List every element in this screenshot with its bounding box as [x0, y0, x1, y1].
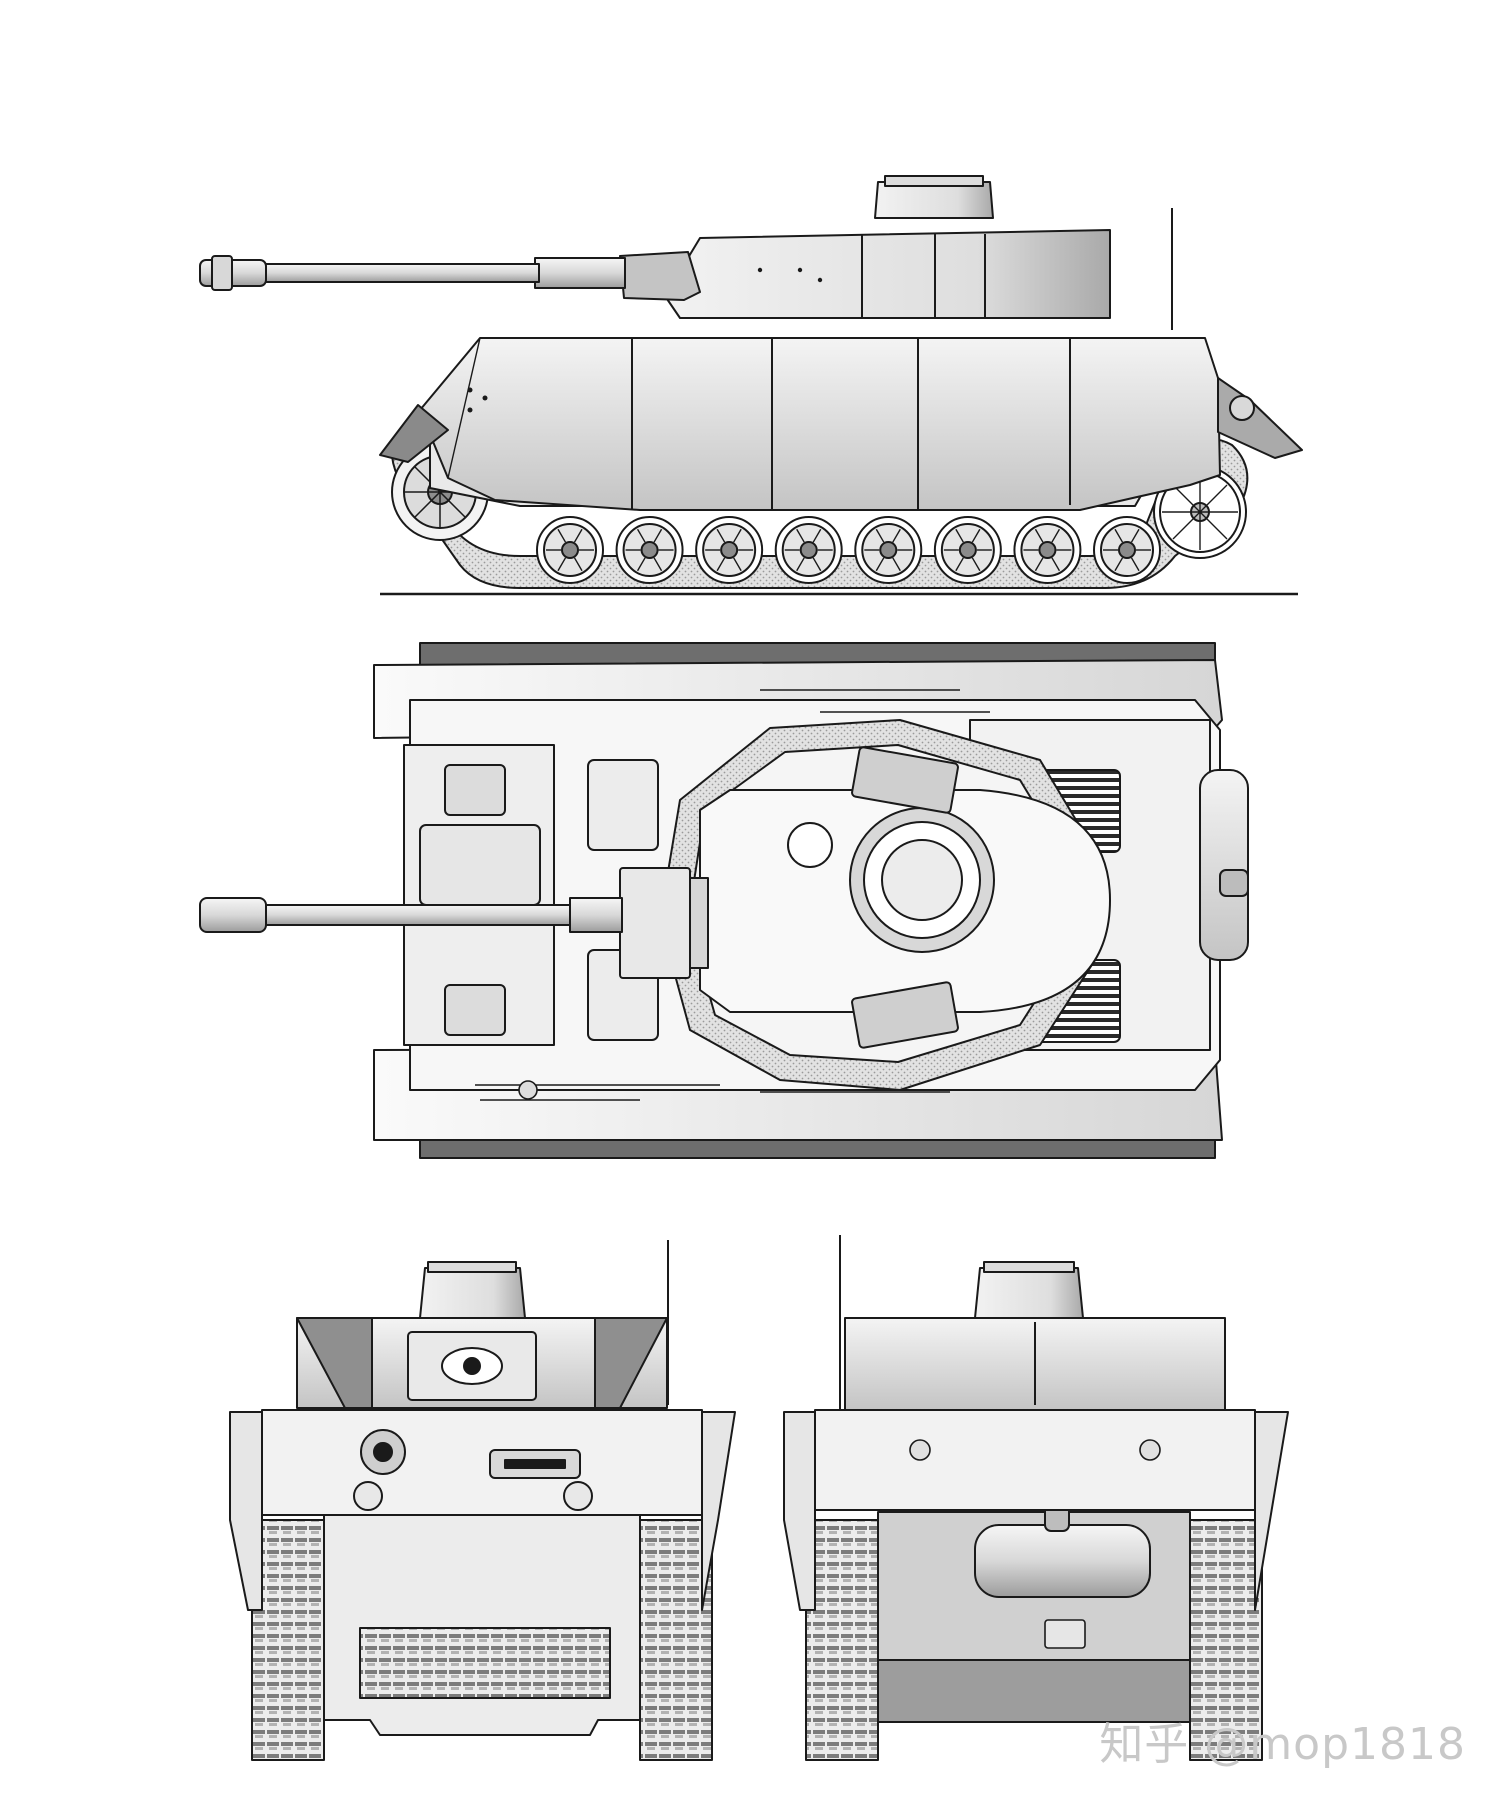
road-wheel [854, 516, 923, 584]
front-lower-hull [323, 1511, 641, 1736]
rear-right-skirt [1254, 1411, 1289, 1611]
rear-exhaust-muffler [974, 1504, 1151, 1598]
top-hull-hatches [419, 759, 659, 1041]
side-idler-wheel [1153, 465, 1247, 559]
road-wheel [1093, 516, 1161, 584]
side-view [199, 175, 1303, 596]
side-front-mudguard [379, 404, 449, 463]
rear-upper-hull [814, 1409, 1256, 1511]
front-commander-cupola [419, 1261, 526, 1319]
side-rear-stowage [1217, 377, 1303, 459]
top-view [199, 642, 1249, 1159]
top-turret-side-hatches [851, 746, 959, 1049]
front-headlight-right [563, 1481, 593, 1511]
top-turret-vent [787, 822, 833, 868]
front-upper-hull [261, 1409, 703, 1516]
side-main-gun [199, 255, 626, 291]
rear-view [783, 1235, 1289, 1761]
side-turret-skirt [664, 229, 1111, 319]
front-headlight-left [353, 1481, 383, 1511]
road-wheel [1013, 516, 1082, 584]
top-tools [475, 689, 990, 1101]
top-exhaust-muffler [1199, 769, 1249, 961]
front-view [229, 1240, 736, 1761]
front-track-links-spare [359, 1627, 611, 1699]
side-hull-rivets [467, 267, 823, 413]
side-gun-mantlet [619, 251, 701, 301]
top-main-gun [199, 867, 709, 979]
front-turret-shield-right [594, 1317, 668, 1409]
side-commander-cupola [874, 175, 994, 219]
road-wheel [536, 516, 604, 584]
front-right-skirt [701, 1411, 736, 1611]
rear-right-track [1189, 1519, 1263, 1761]
watermark-text: 知乎 @mop1818 [1099, 1719, 1466, 1770]
road-wheel [774, 516, 843, 584]
front-right-track [639, 1519, 713, 1761]
front-hull-mg-mount [360, 1429, 406, 1475]
side-road-wheels [536, 516, 1161, 584]
road-wheel [933, 516, 1002, 584]
top-commander-cupola [849, 807, 995, 953]
front-left-skirt [229, 1411, 263, 1611]
rear-commander-cupola [974, 1261, 1084, 1319]
front-turret-shield-left [296, 1317, 373, 1409]
road-wheel [695, 516, 764, 584]
rear-hull-fittings [909, 1439, 1161, 1649]
rear-left-track [805, 1519, 879, 1761]
side-skirt-armor [419, 337, 1221, 511]
road-wheel [615, 516, 684, 584]
rear-left-skirt [783, 1411, 816, 1611]
